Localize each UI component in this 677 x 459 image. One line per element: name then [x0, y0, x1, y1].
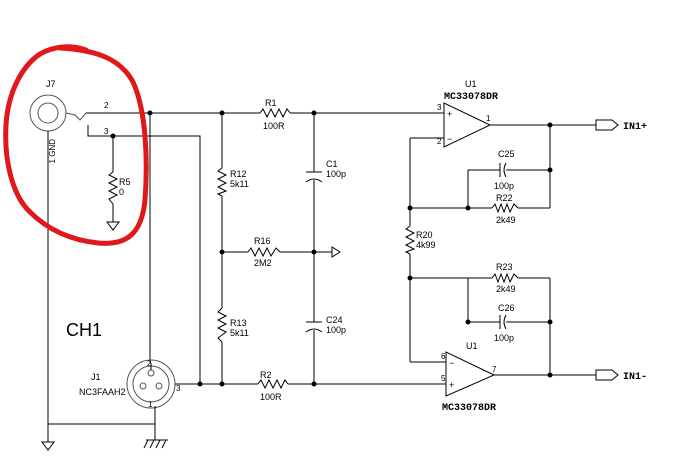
resistor-r1: R1 100R — [259, 98, 291, 131]
j1-pin2: 2 — [147, 359, 152, 368]
resistor-r12: R12 5k11 — [216, 167, 249, 197]
channel-label: CH1 — [66, 320, 102, 340]
opamp-top: + − 3 2 1 U1 MC33078DR — [432, 79, 498, 148]
net-label-in1-neg: IN1- — [595, 369, 647, 383]
opamp-bottom-pin5: 5 — [441, 374, 446, 383]
r13-ref: R13 — [230, 318, 247, 328]
junction-dots — [110, 110, 553, 387]
capacitor-c26: C26 100p — [494, 303, 515, 343]
r16-ref: R16 — [254, 236, 271, 246]
j7-ref: J7 — [46, 79, 56, 89]
r2-ref: R2 — [260, 370, 272, 380]
r22-ref: R22 — [496, 193, 513, 203]
svg-text:+: + — [447, 109, 452, 119]
opamp-top-part: MC33078DR — [444, 92, 498, 103]
j1-ref: J1 — [91, 372, 101, 382]
opamp-bottom: − + 6 5 7 U1 MC33078DR — [432, 341, 497, 414]
j1-part: NC3FAAH2 — [79, 387, 126, 397]
c26-value: 100p — [494, 333, 514, 343]
capacitor-c25: C25 100p — [494, 149, 515, 191]
opamp-bottom-ref: U1 — [466, 341, 478, 351]
c1-value: 100p — [326, 169, 346, 179]
c26-ref: C26 — [498, 303, 515, 313]
ground-symbol — [106, 221, 120, 231]
resistor-r13: R13 5k11 — [216, 307, 249, 343]
r23-ref: R23 — [496, 262, 513, 272]
resistor-r2: R2 100R — [257, 370, 289, 402]
r2-value: 100R — [260, 392, 282, 402]
opamp-top-pin2: 2 — [437, 137, 442, 146]
c24-value: 100p — [326, 325, 346, 335]
ground-symbol-j7 — [41, 441, 55, 451]
connector-j1: J1 NC3FAAH2 2 3 1 — [79, 359, 200, 440]
connector-j7: J7 2 3 1 GND — [29, 79, 109, 164]
resistor-r16: R16 2M2 — [247, 236, 281, 268]
opamp-top-ref: U1 — [465, 79, 477, 89]
capacitor-c1: C1 100p — [305, 159, 346, 183]
c1-ref: C1 — [326, 159, 338, 169]
chassis-ground-symbol — [143, 439, 168, 449]
c25-value: 100p — [494, 181, 514, 191]
j7-pin1: 1 GND — [48, 139, 57, 164]
opamp-top-pin1: 1 — [486, 114, 491, 123]
r12-value: 5k11 — [230, 179, 249, 189]
net-in1-pos: IN1+ — [623, 122, 647, 133]
j7-pin3: 3 — [104, 127, 109, 136]
svg-text:−: − — [447, 134, 452, 144]
r12-ref: R12 — [230, 169, 247, 179]
j1-pin1: 1 — [148, 400, 153, 409]
r1-ref: R1 — [265, 98, 277, 108]
svg-text:−: − — [449, 358, 454, 368]
wires — [47, 112, 596, 442]
c24-ref: C24 — [326, 315, 343, 325]
resistor-r23: R23 2k49 — [491, 262, 519, 294]
resistor-r20: R20 4k99 — [404, 225, 436, 255]
svg-text:+: + — [449, 380, 454, 390]
r16-value: 2M2 — [254, 258, 272, 268]
r20-value: 4k99 — [416, 240, 436, 250]
opamp-bottom-part: MC33078DR — [442, 403, 496, 414]
r5-value: 0 — [119, 187, 124, 197]
opamp-top-pin3: 3 — [437, 103, 442, 112]
c25-ref: C25 — [498, 149, 515, 159]
resistor-r22: R22 2k49 — [491, 193, 519, 225]
red-circle-annotation — [3, 44, 149, 246]
opamp-bottom-pin7: 7 — [492, 365, 497, 374]
resistor-r5: R5 0 — [107, 171, 131, 205]
j1-pin3: 3 — [176, 384, 181, 393]
net-in1-neg: IN1- — [623, 372, 647, 383]
r1-value: 100R — [263, 121, 285, 131]
r5-ref: R5 — [119, 177, 131, 187]
j7-pin2: 2 — [104, 101, 109, 110]
r23-value: 2k49 — [496, 284, 516, 294]
opamp-bottom-pin6: 6 — [441, 352, 446, 361]
r13-value: 5k11 — [230, 328, 249, 338]
ground-triangle-symbol — [331, 246, 341, 258]
r20-ref: R20 — [416, 230, 433, 240]
capacitor-c24: C24 100p — [305, 315, 346, 335]
net-label-in1-pos: IN1+ — [595, 119, 647, 133]
r22-value: 2k49 — [496, 215, 516, 225]
